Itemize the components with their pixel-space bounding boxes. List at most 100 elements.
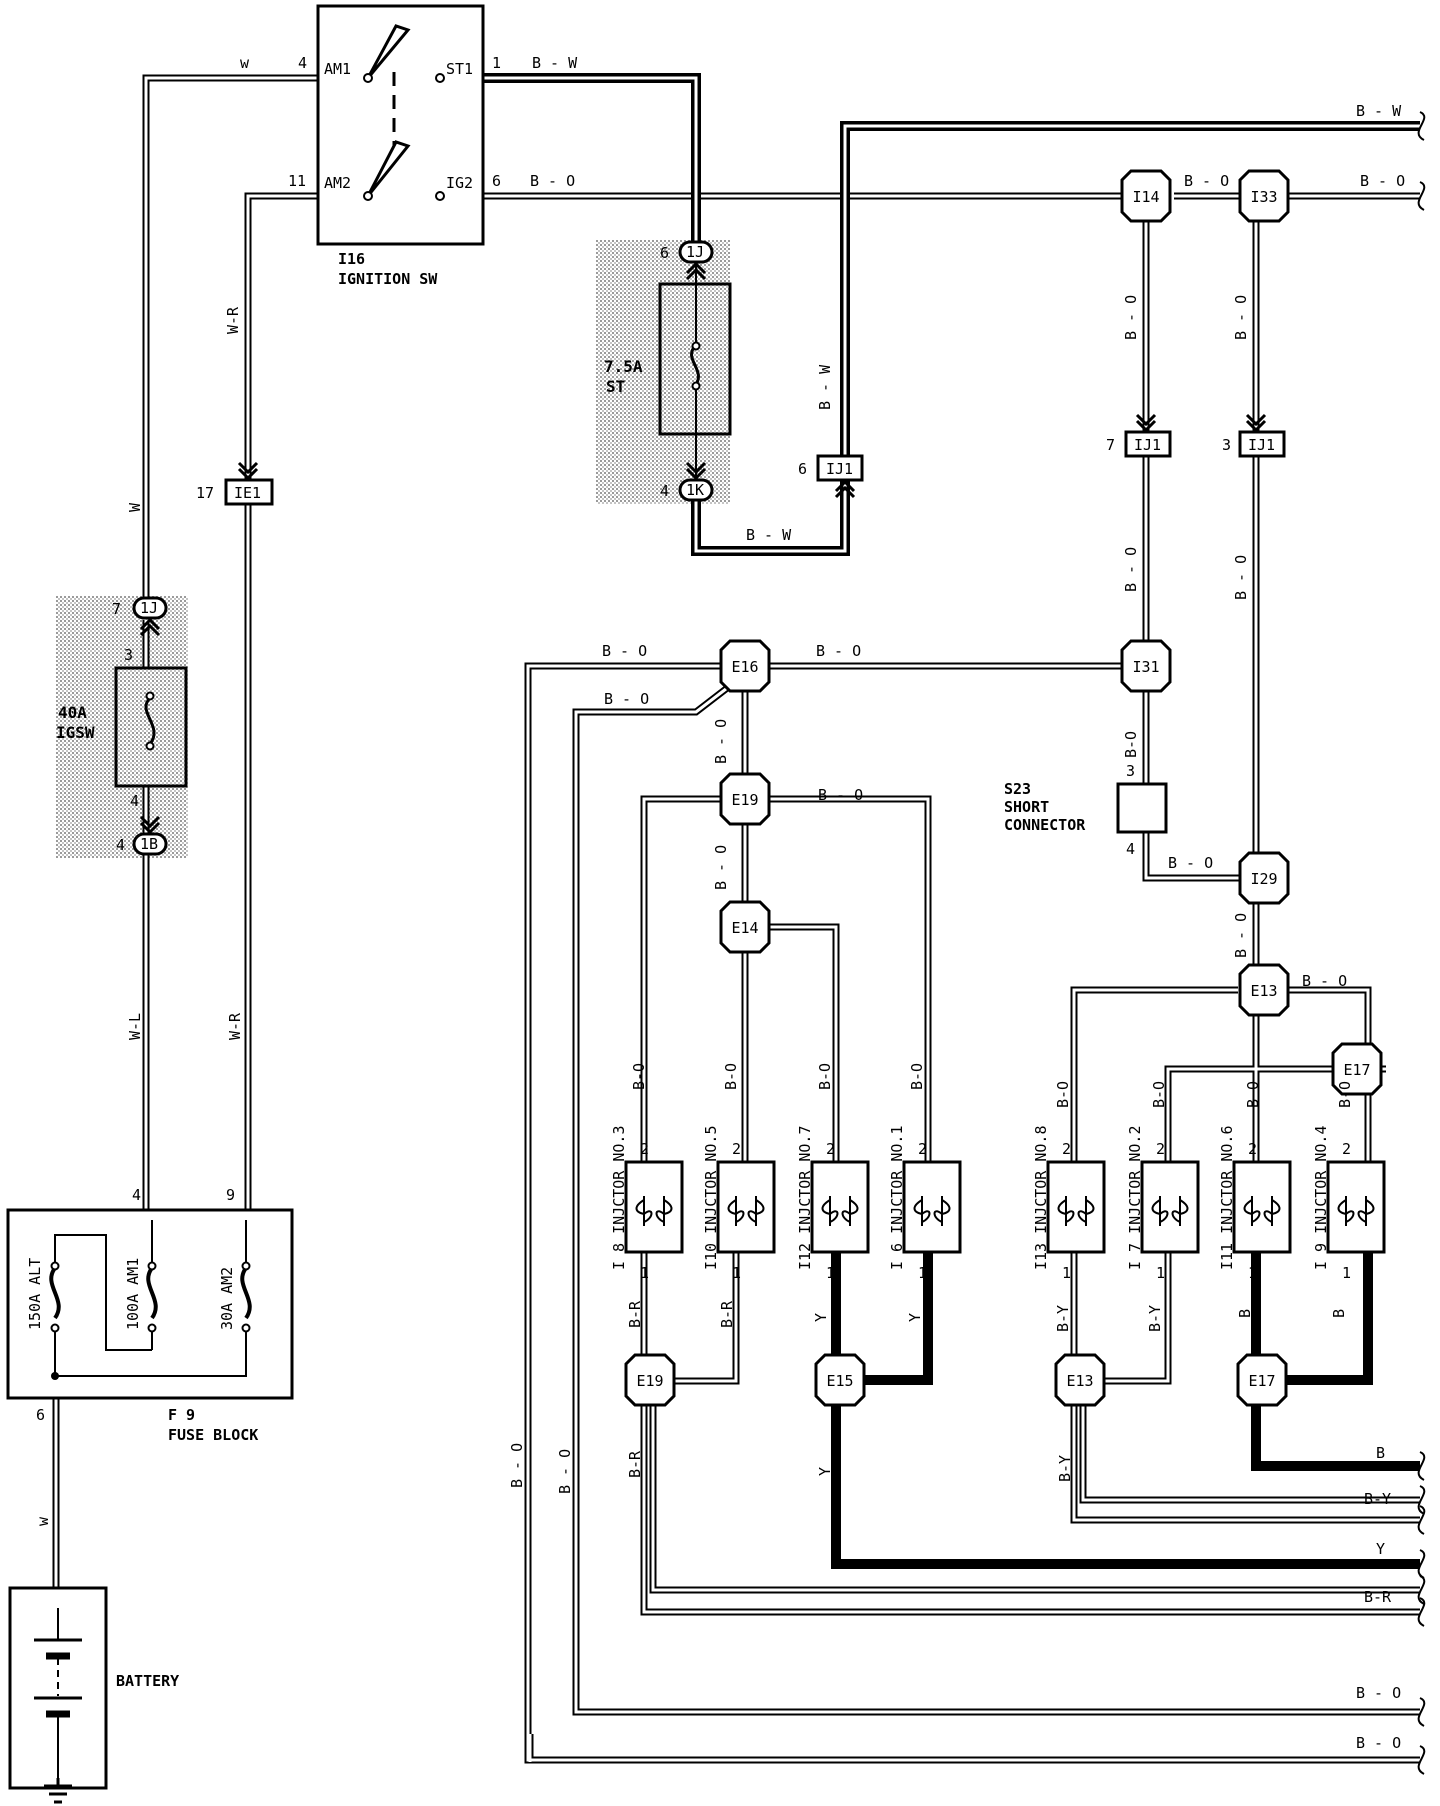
thin-wires-inner bbox=[54, 76, 1420, 1762]
injector-body bbox=[1326, 1160, 1386, 1254]
wire-break-mark bbox=[1417, 1451, 1426, 1481]
svg-text:S23: S23 bbox=[1004, 780, 1031, 798]
fuse-label-alt: 150A ALT bbox=[26, 1258, 44, 1330]
fuse-terminal bbox=[691, 381, 701, 391]
wire-core bbox=[642, 797, 726, 1162]
junction-e15: E15 bbox=[814, 1353, 866, 1407]
wire-break-mark bbox=[1417, 1505, 1426, 1535]
coil-icon bbox=[913, 1199, 931, 1223]
svg-text:E15: E15 bbox=[826, 1372, 853, 1390]
injector-pin: 1 bbox=[1156, 1264, 1165, 1282]
wire-core bbox=[764, 797, 930, 1162]
fuse-block-pin-left: 4 bbox=[132, 1186, 141, 1204]
fuse-block-pin-right: 9 bbox=[226, 1186, 235, 1204]
injector-label: I 7 INJCTOR NO.2 bbox=[1126, 1126, 1144, 1271]
wire-label: W-R bbox=[224, 306, 242, 334]
pin-am2: 11 bbox=[288, 172, 306, 190]
svg-text:E17: E17 bbox=[1248, 1372, 1275, 1390]
wire-label: B-R bbox=[1364, 1588, 1392, 1606]
injector-body bbox=[1046, 1160, 1106, 1254]
ignition-switch-name: IGNITION SW bbox=[338, 270, 438, 288]
wire-core bbox=[1144, 832, 1242, 880]
wire-label: B-O bbox=[1336, 1081, 1354, 1108]
junction-e14: E14 bbox=[719, 900, 771, 954]
wire bbox=[854, 1252, 933, 1385]
wire-label: B - O bbox=[530, 172, 575, 190]
injector-pin: 2 bbox=[826, 1140, 835, 1158]
connector-1j-igsw: 1J 7 bbox=[112, 596, 168, 620]
switch-lever-top bbox=[366, 24, 411, 79]
wire bbox=[484, 73, 701, 242]
wire-break-mark bbox=[1417, 1745, 1426, 1775]
coil-icon bbox=[1337, 1199, 1355, 1223]
switch-contact bbox=[363, 73, 373, 83]
injector: I 7 INJCTOR NO.2 2 1 bbox=[1126, 1126, 1200, 1282]
injector-body bbox=[624, 1160, 684, 1254]
wire-label: B-R bbox=[626, 1300, 644, 1328]
wire-label: W bbox=[126, 502, 144, 512]
wire bbox=[1070, 986, 1238, 1162]
wire-label: w bbox=[240, 54, 250, 72]
svg-text:1J: 1J bbox=[140, 599, 158, 617]
pin-ig2: 6 bbox=[492, 172, 501, 190]
short-connector: 3 4 S23 SHORT CONNECTOR bbox=[1004, 762, 1168, 858]
junction-i33: I33 bbox=[1238, 169, 1290, 223]
wire-label: B - O bbox=[1168, 854, 1213, 872]
junction-i31: I31 bbox=[1120, 639, 1172, 693]
svg-text:6: 6 bbox=[798, 460, 807, 478]
wire-label: B - O bbox=[712, 845, 730, 890]
coil-icon bbox=[841, 1199, 859, 1223]
wire-label: B - O bbox=[816, 642, 861, 660]
thick-bw-wires-inner bbox=[484, 76, 1420, 553]
wire-break-mark bbox=[1417, 111, 1426, 141]
wire-core bbox=[574, 680, 1420, 1714]
wire bbox=[142, 74, 320, 598]
wire-label: Y bbox=[906, 1313, 924, 1322]
svg-text:E14: E14 bbox=[731, 919, 758, 937]
wire-label: Y bbox=[816, 1467, 834, 1476]
injector-body bbox=[902, 1160, 962, 1254]
junction-e19: E19 bbox=[719, 772, 771, 826]
wire bbox=[764, 795, 932, 1162]
igsw-fuse-name: IGSW bbox=[56, 723, 95, 742]
coil-icon bbox=[1077, 1199, 1095, 1223]
terminal-ig2: IG2 bbox=[446, 174, 473, 192]
svg-text:4: 4 bbox=[660, 482, 669, 500]
junction-i14: I14 bbox=[1120, 169, 1172, 223]
wire-label: B - W bbox=[532, 54, 578, 72]
injector-pin: 2 bbox=[640, 1140, 649, 1158]
wire-core bbox=[1072, 1398, 1420, 1522]
injector-body bbox=[810, 1160, 870, 1254]
wire-label: B - O bbox=[1360, 172, 1405, 190]
coil-icon bbox=[727, 1199, 745, 1223]
wire-label: B - O bbox=[556, 1449, 574, 1494]
battery-name: BATTERY bbox=[116, 1672, 179, 1690]
wire-label: B - W bbox=[816, 364, 834, 410]
wire-label: B - O bbox=[1232, 555, 1250, 600]
coil-icon bbox=[747, 1199, 765, 1223]
junction-e16: E16 bbox=[719, 639, 771, 693]
wire bbox=[244, 192, 320, 480]
fuse-label-am1: 100A AM1 bbox=[124, 1258, 142, 1330]
igsw-fuse-out-pin: 4 bbox=[130, 792, 139, 810]
junction-e13: E13 bbox=[1054, 1353, 1106, 1407]
connector-1j-st: 1J 6 bbox=[660, 240, 714, 264]
battery: BATTERY bbox=[8, 1586, 179, 1790]
wire-break-mark bbox=[1417, 1697, 1426, 1727]
injector-pin: 1 bbox=[826, 1264, 835, 1282]
injector-pin: 2 bbox=[1156, 1140, 1165, 1158]
wire-label: B-Y bbox=[1146, 1305, 1164, 1332]
svg-text:7: 7 bbox=[112, 600, 121, 618]
fuse-element bbox=[49, 1261, 61, 1333]
fuse-terminal bbox=[145, 741, 155, 751]
terminal-st1: ST1 bbox=[446, 60, 473, 78]
fuse-label-am2: 30A AM2 bbox=[218, 1267, 236, 1330]
wire-label: B - O bbox=[1184, 172, 1229, 190]
wire-label: B - O bbox=[1356, 1734, 1401, 1752]
wire-core bbox=[1166, 1067, 1350, 1162]
ignition-switch-id: I16 bbox=[338, 250, 365, 268]
wire-label: B - O bbox=[508, 1443, 526, 1488]
